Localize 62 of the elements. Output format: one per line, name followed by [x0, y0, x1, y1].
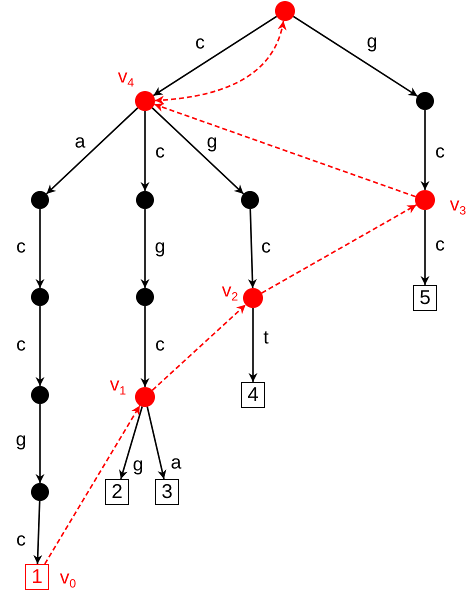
edge-label: g — [16, 430, 26, 450]
arrow — [420, 110, 430, 190]
dashed-arrow — [44, 405, 141, 564]
edge-label: c — [261, 238, 271, 256]
vertex-label: v$_{4}$ — [118, 68, 134, 88]
arrow — [146, 406, 166, 480]
vertex-label: v$_{1}$ — [110, 376, 126, 396]
leaf-box: 5 — [413, 285, 437, 311]
vertex-label: v$_{0}$ — [60, 568, 76, 590]
arrow — [140, 306, 150, 387]
edge-label: c — [155, 142, 165, 162]
arrow — [292, 16, 418, 97]
leaf-box: 4 — [241, 382, 265, 408]
tree-node-dot — [31, 191, 49, 209]
edge-label: c — [16, 238, 26, 256]
arrow — [152, 107, 244, 194]
arrow — [140, 111, 150, 191]
tree-node-dot — [31, 288, 49, 306]
edge-label: a — [74, 132, 86, 152]
edge-label: g — [132, 456, 144, 474]
tree-node-dot — [241, 191, 259, 209]
arrow — [33, 500, 42, 564]
tree-node-dot — [275, 1, 295, 21]
tree-node-dot — [415, 190, 435, 210]
leaf-box: 2 — [105, 479, 129, 505]
edge-label: c — [435, 236, 445, 254]
tree-node-dot — [31, 483, 49, 501]
arrow — [119, 406, 143, 480]
leaf-box: 3 — [155, 479, 179, 505]
edge-label: g — [366, 32, 378, 52]
edge-label: g — [206, 132, 218, 152]
edge-label: t — [263, 328, 269, 348]
edge-label: c — [16, 530, 26, 550]
tree-node-dot — [136, 288, 154, 306]
tree-node-dot — [136, 191, 154, 209]
arrow — [248, 308, 258, 382]
tree-node-dot — [135, 387, 155, 407]
arrow — [36, 209, 44, 288]
vertex-label: v$_{2}$ — [222, 282, 238, 302]
tree-node-dot — [243, 288, 263, 308]
dashed-arrow — [154, 103, 416, 198]
vertex-label: v$_{3}$ — [450, 196, 466, 216]
arrow — [140, 209, 150, 288]
arrow — [152, 16, 278, 96]
edge-label: c — [195, 34, 205, 52]
edge-label: c — [155, 336, 165, 354]
tree-node-dot — [31, 386, 49, 404]
dashed-arrow — [261, 204, 417, 294]
arrow — [420, 210, 430, 285]
edge-label: a — [170, 454, 182, 472]
arrow — [248, 208, 257, 288]
tree-node-dot — [135, 91, 155, 111]
tree-node-dot — [416, 92, 434, 110]
edge-label: c — [435, 142, 445, 162]
arrow — [36, 404, 44, 483]
leaf-box: 1 — [25, 564, 49, 590]
arrow — [36, 306, 44, 386]
dashed-arrow — [154, 20, 286, 104]
edge-label: c — [16, 336, 26, 354]
edge-label: g — [154, 238, 166, 256]
arrow — [46, 107, 138, 194]
dashed-arrow — [152, 304, 246, 391]
